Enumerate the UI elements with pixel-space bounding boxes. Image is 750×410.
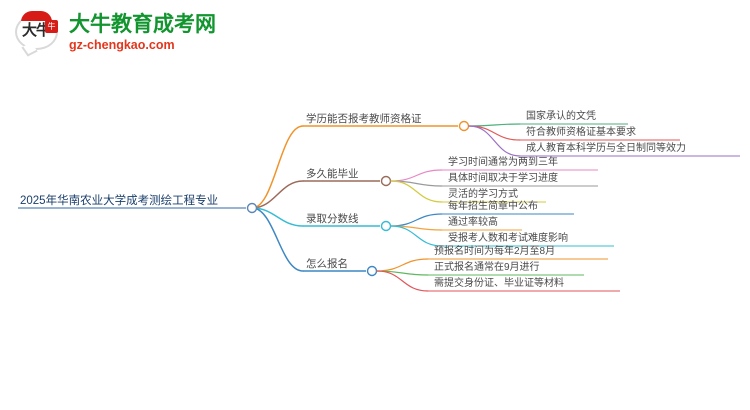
site-logo: 大牛 牛 大牛教育成考网 gz-chengkao.com xyxy=(14,6,254,58)
node-dot[interactable] xyxy=(380,220,392,232)
node-dot[interactable] xyxy=(380,175,392,187)
connector-line xyxy=(468,123,521,127)
connector-line xyxy=(251,207,304,272)
logo-seal-icon: 牛 xyxy=(45,20,58,33)
mindmap-leaf-label[interactable]: 需提交身份证、毕业证等材料 xyxy=(434,278,564,289)
connector-line xyxy=(251,125,304,209)
connector-line xyxy=(468,125,521,157)
mindmap-leaf-label[interactable]: 每年招生简章中公布 xyxy=(448,201,538,212)
red-cap-shape xyxy=(21,11,52,24)
connector-line xyxy=(390,169,443,182)
logo-title: 大牛教育成考网 xyxy=(69,12,216,36)
connector-line xyxy=(390,213,443,227)
mindmap-branch-label[interactable]: 怎么报名 xyxy=(306,258,348,270)
connector-line xyxy=(251,180,304,209)
mindmap-leaf-label[interactable]: 受报考人数和考试难度影响 xyxy=(448,233,568,244)
node-dot[interactable] xyxy=(246,202,258,214)
mindmap-leaf-label[interactable]: 预报名时间为每年2月至8月 xyxy=(434,246,556,257)
node-dot[interactable] xyxy=(458,120,470,132)
mindmap-leaf-label[interactable]: 通过率较高 xyxy=(448,217,498,228)
logo-text-block: 大牛教育成考网 gz-chengkao.com xyxy=(69,13,216,52)
connector-line xyxy=(390,180,443,203)
connector-line xyxy=(468,125,521,141)
mindmap-leaf-label[interactable]: 符合教师资格证基本要求 xyxy=(526,127,636,138)
node-dot[interactable] xyxy=(366,265,378,277)
mindmap-branch-label[interactable]: 学历能否报考教师资格证 xyxy=(306,113,422,125)
connector-line xyxy=(376,258,429,272)
mindmap-leaf-label[interactable]: 学习时间通常为两到三年 xyxy=(448,157,558,168)
logo-icon: 大牛 牛 xyxy=(14,9,60,55)
cap-stripe-shape xyxy=(21,21,52,24)
mindmap-root-label[interactable]: 2025年华南农业大学成考测绘工程专业 xyxy=(20,195,219,207)
connector-line xyxy=(251,207,304,227)
mindmap-leaf-label[interactable]: 灵活的学习方式 xyxy=(448,189,518,200)
mindmap-leaf-label[interactable]: 成人教育本科学历与全日制同等效力 xyxy=(526,143,686,154)
logo-mark-text: 大牛 xyxy=(21,22,51,39)
mindmap-leaf-label[interactable]: 国家承认的文凭 xyxy=(526,111,596,122)
mindmap-leaf-label[interactable]: 具体时间取决于学习进度 xyxy=(448,173,558,184)
mindmap-leaf-label[interactable]: 正式报名通常在9月进行 xyxy=(434,262,540,273)
logo-subtitle: gz-chengkao.com xyxy=(69,37,175,52)
connector-line xyxy=(376,270,429,292)
connector-line xyxy=(390,225,443,247)
mindmap-branch-label[interactable]: 多久能毕业 xyxy=(306,168,359,180)
mindmap-branch-label[interactable]: 录取分数线 xyxy=(306,213,359,225)
